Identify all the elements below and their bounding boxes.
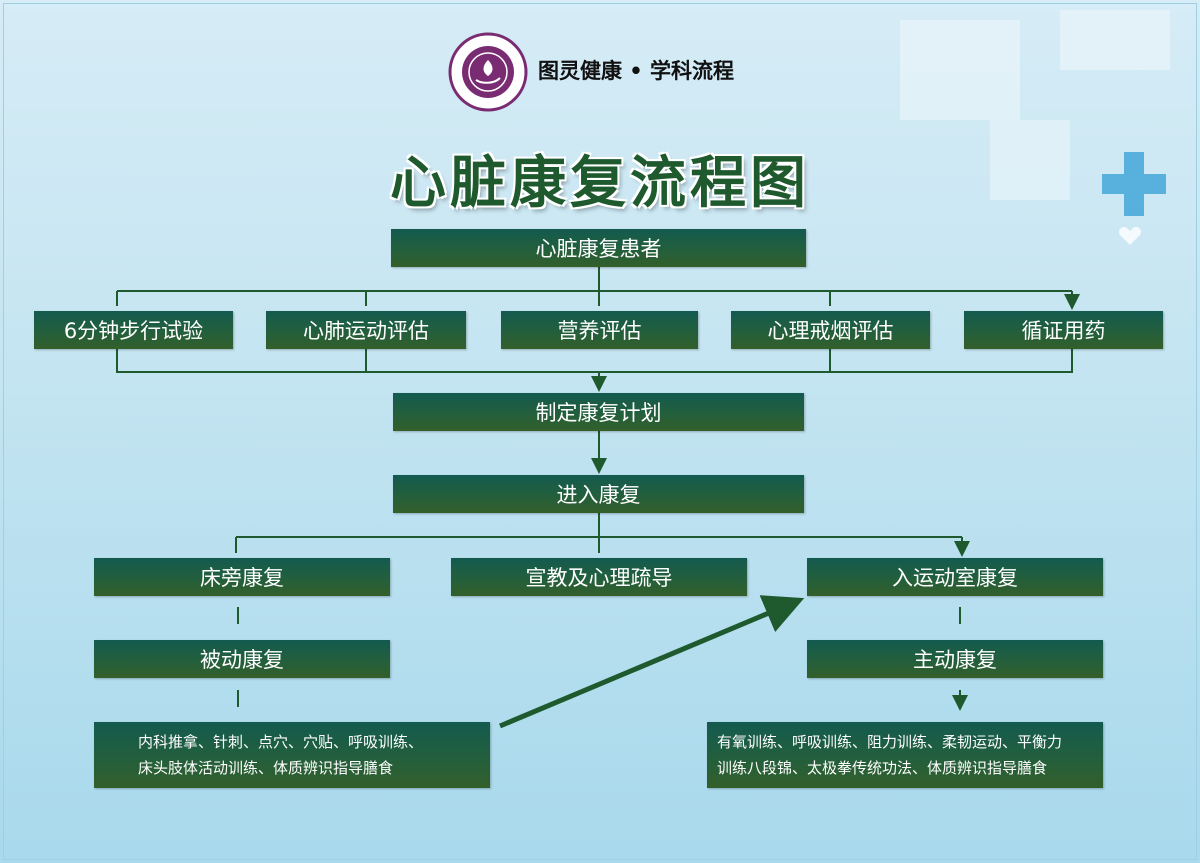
node-6min-walk: 6分钟步行试验	[34, 311, 233, 349]
page-title: 心脏康复流程图	[390, 151, 810, 216]
node-bedside: 床旁康复	[94, 558, 390, 596]
node-education: 宣教及心理疏导	[451, 558, 747, 596]
node-passive-detail: 内科推拿、针刺、点穴、穴贴、呼吸训练、 床头肢体活动训练、体质辨识指导膳食	[94, 722, 490, 788]
detail-line: 内科推拿、针刺、点穴、穴贴、呼吸训练、	[138, 733, 424, 751]
medical-cross-icon	[1102, 152, 1166, 216]
node-active-detail: 有氧训练、呼吸训练、阻力训练、柔韧运动、平衡力 训练八段锦、太极拳传统功法、体质…	[707, 722, 1103, 788]
node-passive: 被动康复	[94, 640, 390, 678]
detail-line: 床头肢体活动训练、体质辨识指导膳食	[138, 759, 394, 777]
decor-square	[1060, 10, 1170, 70]
detail-line: 训练八段锦、太极拳传统功法、体质辨识指导膳食	[717, 759, 1048, 777]
frame	[3, 3, 1197, 860]
detail-line: 有氧训练、呼吸训练、阻力训练、柔韧运动、平衡力	[717, 733, 1063, 751]
node-cardiopulmonary: 心肺运动评估	[266, 311, 466, 349]
node-plan: 制定康复计划	[393, 393, 804, 431]
node-enter: 进入康复	[393, 475, 804, 513]
node-psych-smoking: 心理戒烟评估	[731, 311, 930, 349]
node-medication: 循证用药	[964, 311, 1163, 349]
logo	[448, 32, 528, 112]
decor-square	[900, 20, 1020, 120]
node-active: 主动康复	[807, 640, 1103, 678]
node-exercise-room: 入运动室康复	[807, 558, 1103, 596]
node-patient: 心脏康复患者	[391, 229, 806, 267]
brand-title: 图灵健康 • 学科流程	[538, 59, 735, 83]
node-nutrition: 营养评估	[501, 311, 698, 349]
heart-icon	[1119, 227, 1141, 245]
decor-square	[990, 120, 1070, 200]
